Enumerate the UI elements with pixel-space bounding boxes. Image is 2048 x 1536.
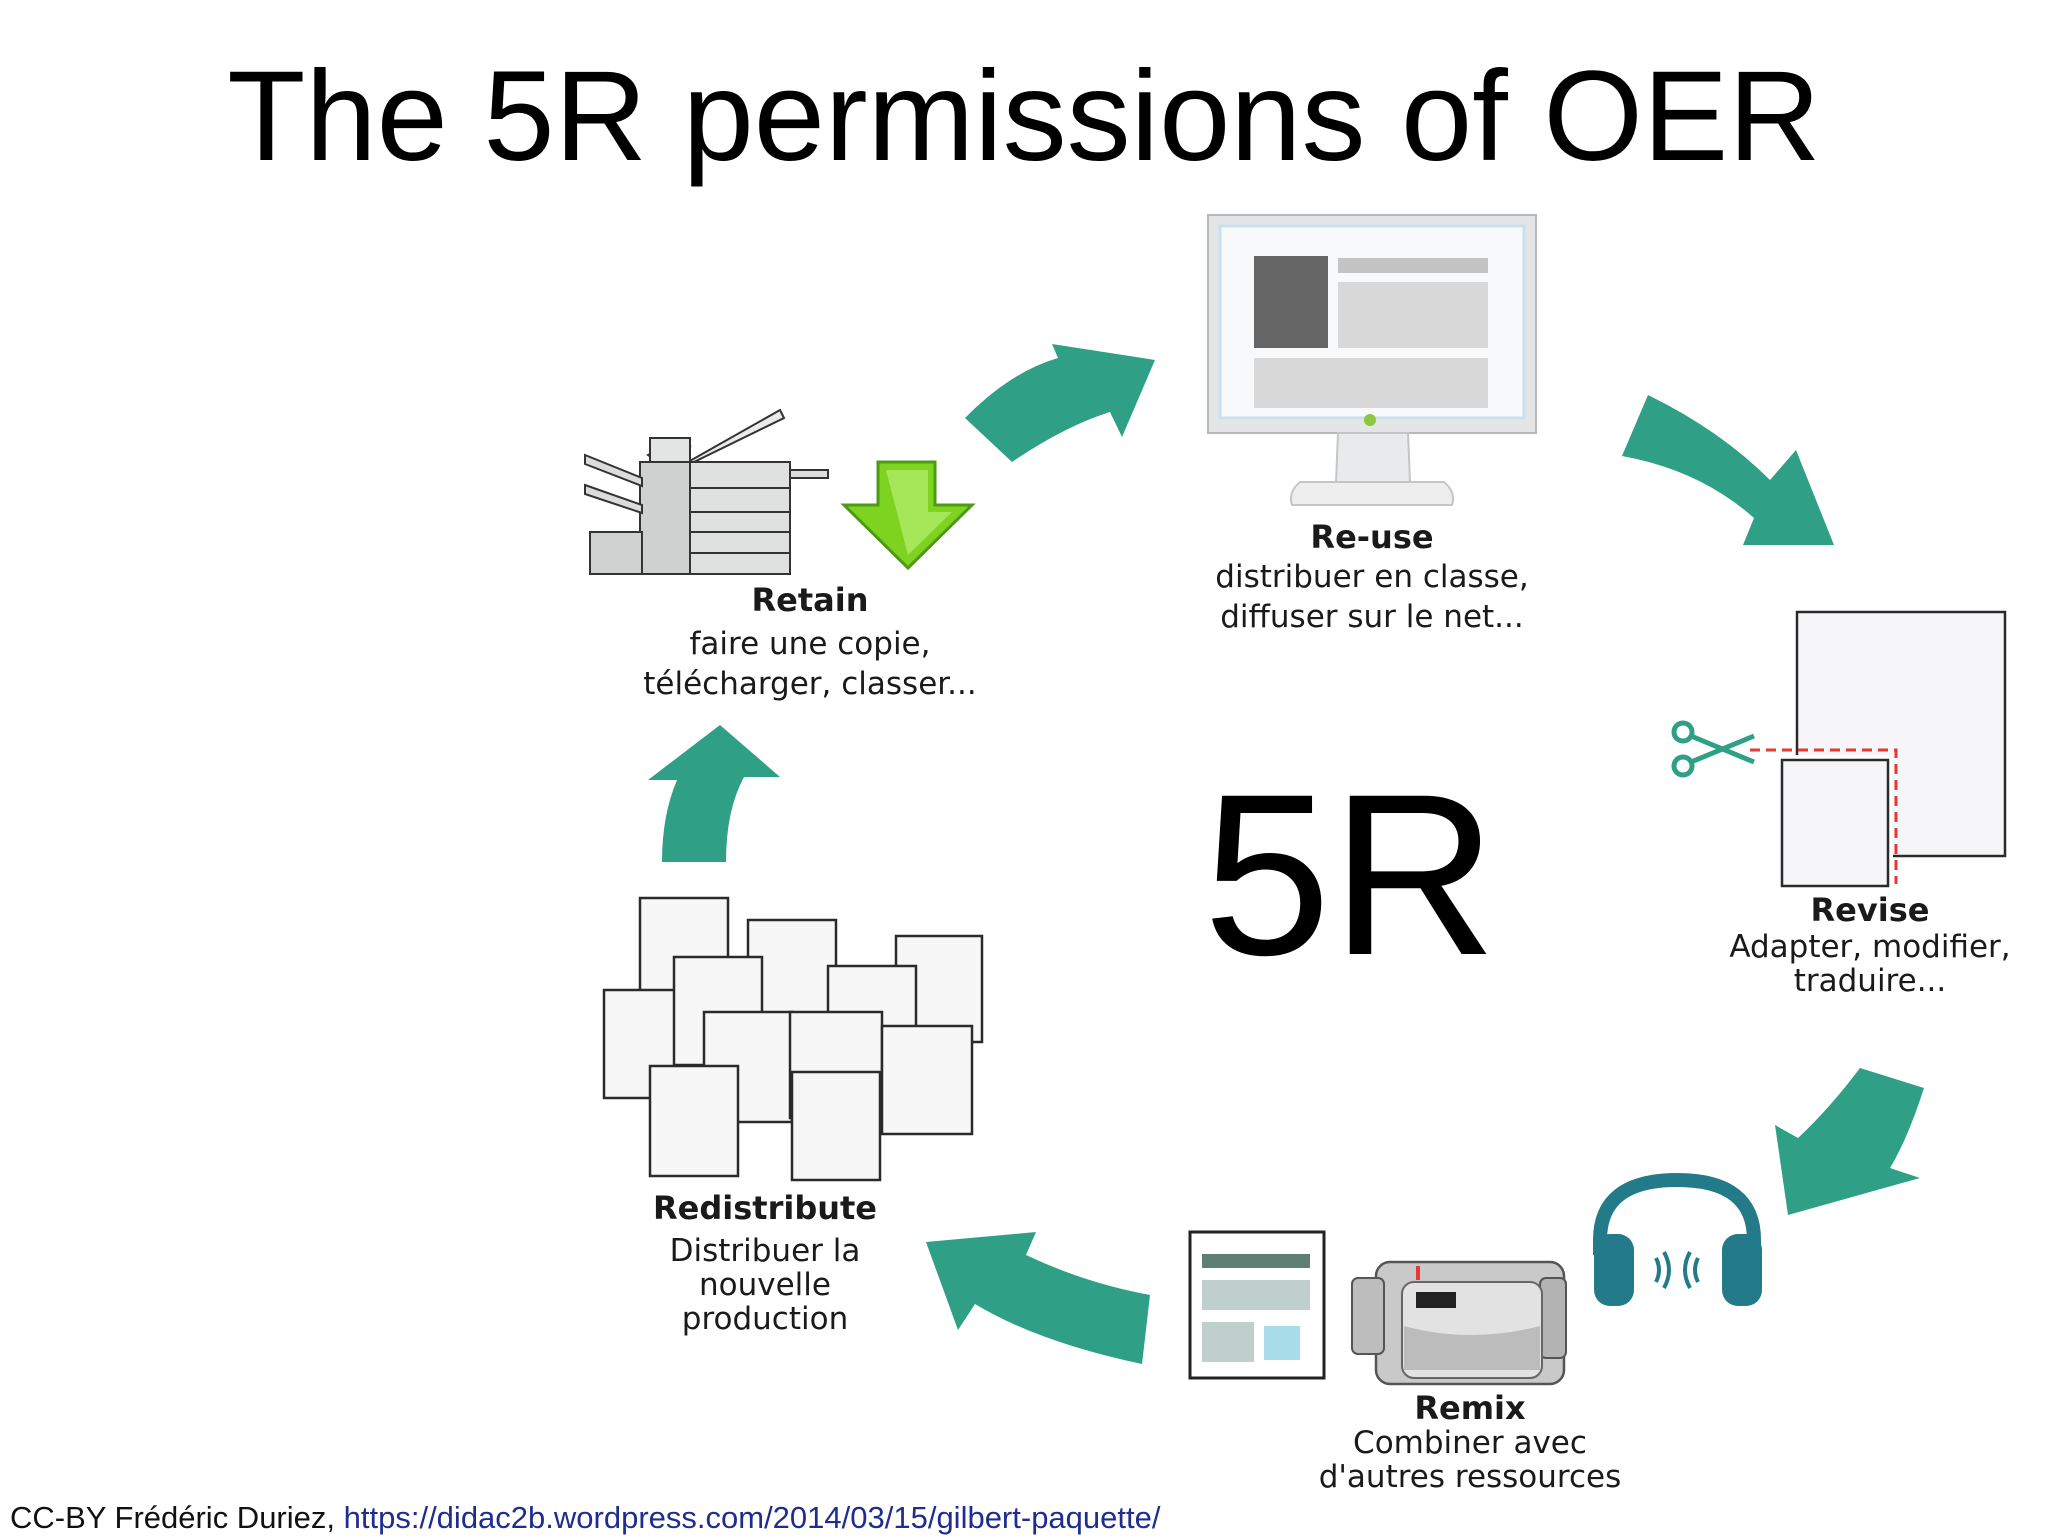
arrow-remix-to-redistribute bbox=[926, 1232, 1150, 1364]
arrow-retain-to-reuse bbox=[965, 344, 1155, 462]
copier-icon bbox=[584, 408, 829, 575]
retain-heading: Retain bbox=[751, 581, 869, 619]
redistribute-label: Redistribute Distribuer la nouvelle prod… bbox=[580, 1188, 950, 1336]
redistribute-line2: nouvelle bbox=[699, 1267, 831, 1303]
retain-line2: télécharger, classer... bbox=[643, 666, 977, 702]
redistribute-line3: production bbox=[681, 1301, 849, 1337]
document-icon bbox=[1750, 610, 2007, 889]
reuse-heading: Re-use bbox=[1310, 518, 1434, 556]
retain-line1: faire une copie, bbox=[689, 626, 931, 662]
credit-text: CC-BY Frédéric Duriez, bbox=[10, 1500, 336, 1535]
reuse-line2: diffuser sur le net... bbox=[1220, 599, 1524, 635]
arrow-redistribute-to-retain bbox=[648, 725, 780, 862]
revise-heading: Revise bbox=[1810, 891, 1930, 929]
headphones-icon bbox=[1593, 1172, 1762, 1306]
retain-label: Retain faire une copie, télécharger, cla… bbox=[600, 580, 1020, 704]
revise-line1: Adapter, modifier, bbox=[1729, 929, 2011, 965]
redistribute-line1: Distribuer la bbox=[669, 1233, 861, 1269]
download-arrow-icon bbox=[840, 460, 976, 571]
arrow-revise-to-remix bbox=[1775, 1068, 1924, 1215]
reuse-label: Re-use distribuer en classe, diffuser su… bbox=[1162, 517, 1582, 637]
scissors-icon bbox=[1671, 720, 1755, 778]
redistribute-heading: Redistribute bbox=[653, 1189, 877, 1227]
slide-title: The 5R permissions of OER bbox=[227, 45, 1821, 188]
footer-credit: CC-BY Frédéric Duriez, https://didac2b.w… bbox=[10, 1500, 1160, 1536]
newspaper-icon bbox=[1188, 1230, 1326, 1380]
reuse-line1: distribuer en classe, bbox=[1215, 559, 1529, 595]
monitor-icon bbox=[1207, 214, 1537, 506]
remix-label: Remix Combiner avec d'autres ressources bbox=[1260, 1390, 1680, 1494]
arrow-reuse-to-revise bbox=[1622, 395, 1834, 545]
center-label: 5R bbox=[1202, 746, 1497, 1003]
remix-heading: Remix bbox=[1414, 1389, 1526, 1427]
camcorder-icon bbox=[1351, 1260, 1567, 1386]
remix-line1: Combiner avec bbox=[1353, 1425, 1587, 1461]
revise-line2: traduire... bbox=[1793, 963, 1947, 999]
cycle-arrows bbox=[648, 344, 1924, 1364]
papers-stack-icon bbox=[602, 896, 984, 1182]
source-link[interactable]: https://didac2b.wordpress.com/2014/03/15… bbox=[343, 1500, 1161, 1535]
remix-line2: d'autres ressources bbox=[1318, 1459, 1622, 1495]
revise-label: Revise Adapter, modifier, traduire... bbox=[1700, 890, 2040, 998]
